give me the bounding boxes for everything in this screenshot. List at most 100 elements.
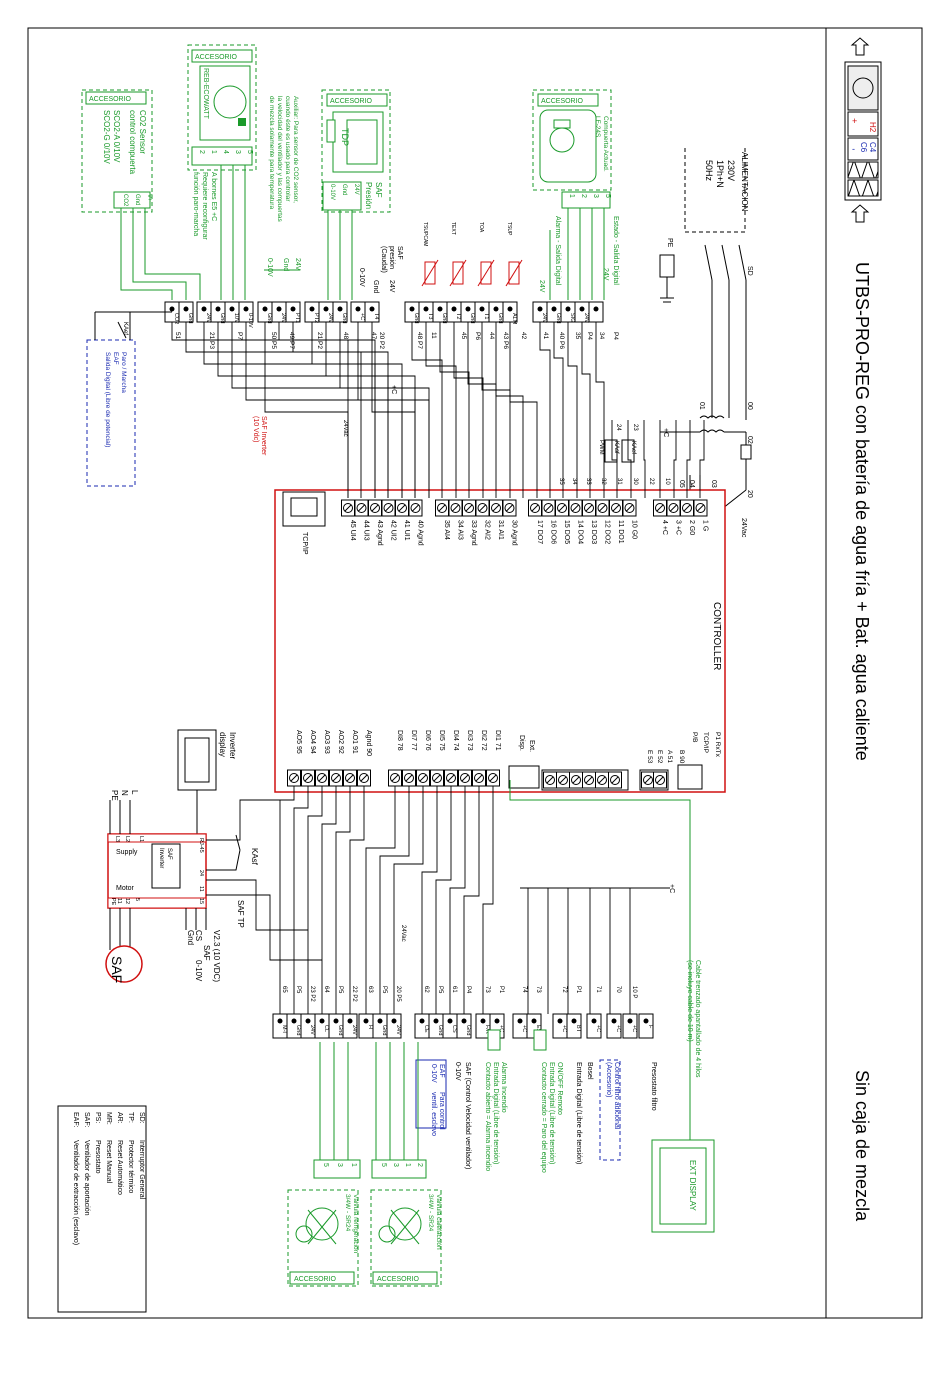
upper-terminal-label-4: 41 UI1	[403, 520, 410, 541]
pe-label: PE	[666, 238, 673, 248]
inverter-saf: SAF	[166, 848, 172, 860]
screw-slot	[644, 776, 652, 784]
power-term-04: 04	[688, 480, 695, 488]
screw-slot	[433, 774, 441, 782]
tdp-accessory: ACCESORIO TDP 0-10V Gnd 24V SAF Presión …	[321, 89, 403, 300]
pin-dot	[333, 1018, 339, 1024]
bottom-num-19: 71	[595, 986, 601, 993]
screw-slot	[344, 504, 352, 512]
top-num-10: 11	[430, 332, 437, 339]
inverter-line-l: L	[130, 790, 139, 795]
wire	[206, 894, 322, 961]
top-pin-4: 10V	[233, 313, 239, 323]
minus-label: -	[852, 144, 855, 154]
pin-dot	[591, 1018, 597, 1024]
pin-dot	[611, 1018, 617, 1024]
pin-dot	[377, 1018, 383, 1024]
saf-caudal-1: SAF	[396, 246, 403, 260]
comp-accessory-tag: ACCESORIO	[541, 98, 584, 105]
screw-slot	[360, 774, 368, 782]
comm-label-0: P1 RxTx	[714, 732, 721, 758]
legend-value-6: Ventilador de extracción (esclavo)	[72, 1140, 79, 1245]
wire	[335, 786, 351, 1014]
screw-slot	[506, 504, 513, 512]
wire	[371, 322, 416, 498]
upper-terminal-label-12: 17 DO7	[536, 520, 543, 544]
upper-terminal-label-6: 35 AI4	[443, 520, 450, 540]
wire	[307, 786, 323, 1014]
pin-dot	[291, 1018, 297, 1024]
screw-slot	[670, 504, 677, 512]
mid-num-22: 22	[648, 478, 654, 485]
bottom-num-5: 22 P2	[351, 986, 357, 1002]
pin-dot	[201, 306, 207, 312]
inverter-display-line-2: display	[218, 732, 227, 757]
mid-num-24: 24	[615, 424, 621, 431]
sensor-label-1: TEXT	[450, 222, 456, 235]
valve-heat-line-1: Válvula calefacción	[435, 1194, 442, 1250]
saf-motor-label: SAF	[109, 956, 125, 983]
screw-slot	[489, 774, 497, 782]
damper-actuator-accessory: ACCESORIO Compuerta Actuad. LF-24S 1 2 3…	[532, 89, 619, 300]
lower-terminal-label-10: DI4 74	[452, 730, 459, 751]
pin-dot	[493, 306, 499, 312]
wire	[449, 786, 466, 1014]
tdp-pin-gnd: Gnd	[341, 184, 347, 195]
reb-pin-4: 4	[222, 150, 229, 154]
aux-line-1: Auxiliar: Para sensor de CO2 sensor,	[292, 96, 299, 203]
top-pin-17: T2	[455, 313, 461, 319]
inverter-terminal-4: 5	[134, 898, 140, 901]
upper-terminal-label-23: 1 G	[702, 520, 709, 531]
screw-slot	[599, 504, 606, 512]
top-pin-11: Gnd	[341, 313, 347, 323]
mid-num-31: 31	[616, 478, 622, 485]
wire	[357, 322, 430, 498]
reb-accessory-tag: ACCESORIO	[195, 54, 238, 61]
sensor-label-0: TSUPCAM	[422, 222, 428, 246]
inverter-out-v23: V2.3 (10 VDC)	[212, 930, 221, 982]
valve-cool-line-2: 3/4W - SR24	[344, 1194, 351, 1232]
bl-entrada-digital-2: Entrada Digital (Libre de tensión)	[548, 1062, 555, 1164]
wire	[393, 786, 424, 1014]
top-pin-19: T1	[483, 313, 489, 319]
valve-heat-pin-3: 3	[392, 1163, 399, 1167]
comp-pin-1: 1	[568, 194, 575, 198]
power-label: ALIMENTACION	[740, 152, 749, 212]
pin-dot	[337, 306, 343, 312]
pin-dot	[551, 306, 557, 312]
top-num-3: 50 P5	[270, 332, 277, 349]
lower-terminal-label-5: Agnd 90	[365, 730, 372, 756]
valve-heat-pin-2: 2	[416, 1163, 423, 1167]
top-pin-3: Gnd	[219, 313, 225, 323]
pin-dot	[643, 1018, 649, 1024]
bottom-pin-10: Gnd	[437, 1025, 443, 1035]
screw-slot	[598, 776, 606, 784]
valve-cool-pin-1: 1	[350, 1163, 357, 1167]
bottom-num-12: P4	[465, 986, 471, 994]
tdp-accessory-tag: ACCESORIO	[330, 98, 373, 105]
upper-terminal-label-22: 2 G0	[688, 520, 695, 535]
bl-010v: 0-10V	[454, 1062, 461, 1081]
bottom-num-1: P5	[295, 986, 301, 994]
pin-gnd: Gnd	[372, 280, 379, 293]
lower-terminal-label-7: DI7 77	[410, 730, 417, 751]
comp-alarm: Alarma - Salida Digital	[554, 216, 561, 286]
inverter-line-n: N	[120, 790, 129, 796]
wire	[279, 786, 295, 1014]
bottom-pin-21: +C	[631, 1025, 637, 1032]
pin-dot	[347, 1018, 353, 1024]
paro-kaef: KAef	[122, 322, 128, 335]
top-pin-13: T4	[373, 313, 379, 319]
top-num-21: P4	[612, 332, 619, 340]
bottom-num-4: P5	[337, 986, 343, 994]
mid-num-35: 35	[558, 478, 564, 485]
tdp-label-saf: SAF	[374, 182, 383, 198]
top-num-19: P4	[586, 332, 593, 340]
bl-alarma-incendio: Alarma Incendio	[500, 1062, 507, 1113]
bl-eaf-ventil: ventil. esclavo	[430, 1092, 437, 1136]
top-pin-5: 0-10V	[247, 313, 253, 328]
top-strip-terminal-26	[588, 301, 604, 323]
co2-line-4: SCO2-G 0/10V	[102, 110, 111, 164]
reb-pin-2: 2	[198, 150, 205, 154]
